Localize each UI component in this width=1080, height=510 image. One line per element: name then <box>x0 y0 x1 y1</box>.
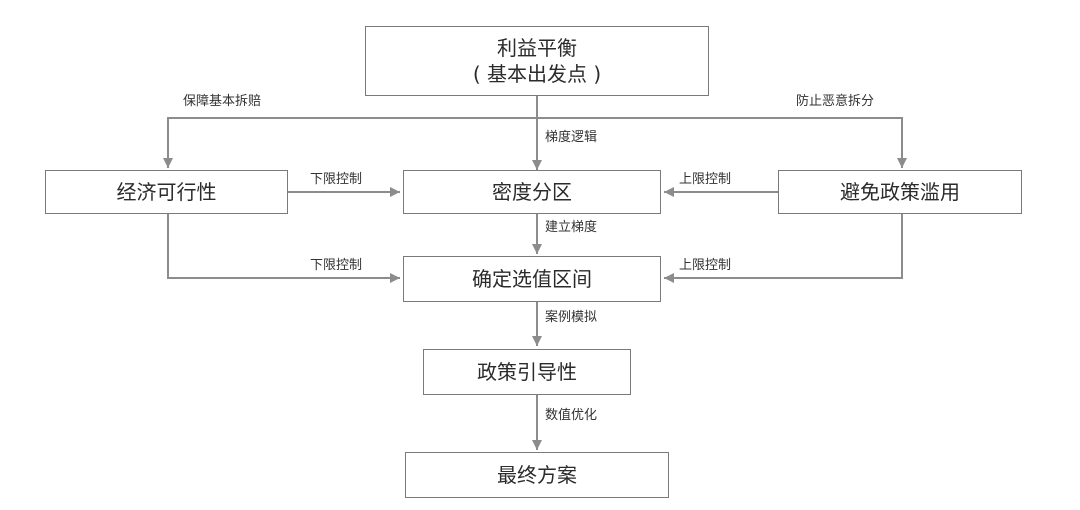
node-range: 确定选值区间 <box>403 256 661 302</box>
edge-label-basic-compensation: 保障基本拆赔 <box>183 94 262 109</box>
edge-label-gradient-logic: 梯度逻辑 <box>545 130 598 145</box>
node-abuse: 避免政策滥用 <box>778 170 1022 214</box>
edge-label-lower-limit-2: 下限控制 <box>310 258 363 273</box>
node-final: 最终方案 <box>405 452 669 498</box>
edge-label-upper-limit-1: 上限控制 <box>679 172 732 187</box>
edge-label-prevent-malicious: 防止恶意拆分 <box>796 94 875 109</box>
node-feasibility: 经济可行性 <box>45 170 288 214</box>
node-policy: 政策引导性 <box>423 349 631 395</box>
node-balance-subtitle: ( 基本出发点 ) <box>472 62 602 86</box>
edge-label-lower-limit-1: 下限控制 <box>310 172 363 187</box>
edge-label-upper-limit-2: 上限控制 <box>679 258 732 273</box>
edge-balance-to-abuse <box>537 117 907 168</box>
edge-label-case-simulation: 案例模拟 <box>545 310 598 325</box>
edge-label-numeric-optimization: 数值优化 <box>545 408 598 423</box>
node-balance: 利益平衡 ( 基本出发点 ) <box>365 26 709 96</box>
edge-label-build-gradient: 建立梯度 <box>545 220 598 235</box>
edge-abuse-to-range <box>664 214 903 283</box>
edge-feasibility-to-range <box>167 214 400 283</box>
node-density: 密度分区 <box>403 170 661 214</box>
node-balance-title: 利益平衡 <box>497 36 577 60</box>
